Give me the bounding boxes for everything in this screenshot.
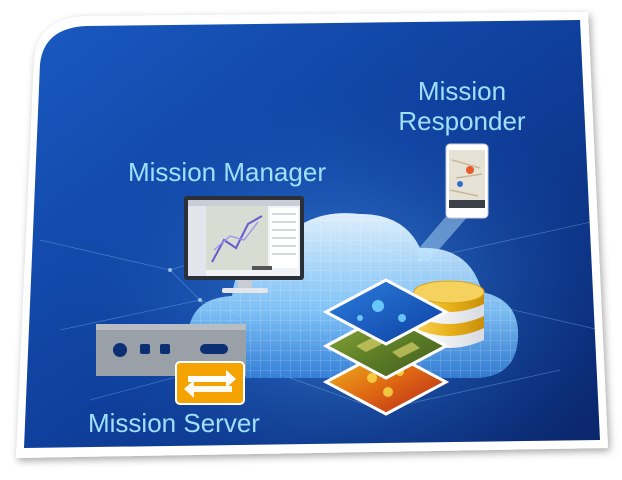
phone-beam	[414, 214, 470, 262]
phone-icon	[445, 143, 489, 219]
mission-server-label: Mission Server	[88, 408, 260, 438]
map-layers-icon	[322, 278, 450, 416]
mission-responder-label-line1: Mission	[417, 76, 507, 106]
monitor-icon	[184, 196, 304, 293]
mission-manager-label: Mission Manager	[128, 157, 326, 187]
mission-responder-label-line2: Responder	[398, 106, 526, 136]
mission-responder-label: Mission Responder	[380, 76, 544, 136]
exchange-arrows-icon	[175, 361, 245, 405]
